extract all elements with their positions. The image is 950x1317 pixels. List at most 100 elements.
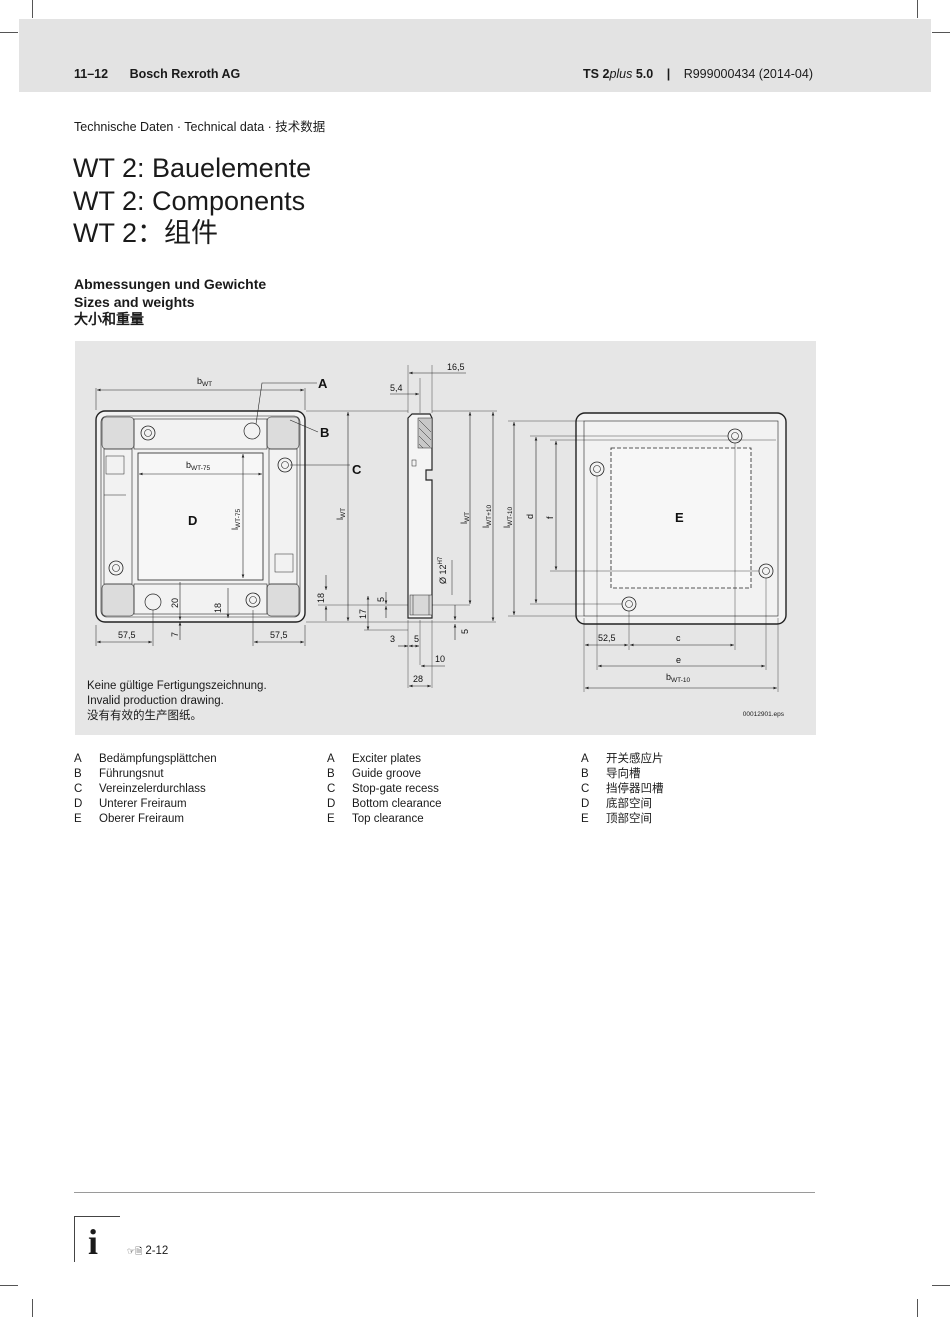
chapter-subtitle: Technische Daten · Technical data · 技术数据 [74,120,326,134]
legend-zh: A 开关感应片 B 导向槽 C 挡停器凹槽 D 底部空间 E 顶部空间 [581,752,664,827]
legend-key: A [74,753,82,765]
callout-a: A [318,376,328,391]
crop-mark [917,1299,918,1317]
dim-l-wt-left: lWT [335,508,347,520]
callout-b: B [320,425,329,440]
section-en: Sizes and weights [74,293,195,310]
note-en: Invalid production drawing. [87,695,224,707]
legend-text: Bedämpfungsplättchen [99,753,217,765]
title-en: WT 2: Components [73,185,306,216]
legend-row: B Führungsnut [74,767,217,782]
dim-l-wt-side: lWT [459,512,471,524]
crop-mark [917,0,918,18]
dim-7: 7 [170,632,180,637]
callout-d: D [188,513,197,528]
legend-row: A Bedämpfungsplättchen [74,752,217,767]
legend-key: B [74,768,82,780]
legend-key: C [327,783,336,795]
dim-c: c [676,633,681,643]
section-de: Abmessungen und Gewichte [74,276,267,292]
legend-text: 顶部空间 [606,813,652,825]
dim-57-5-right: 57,5 [270,630,288,640]
legend-row: C 挡停器凹槽 [581,782,664,797]
dim-b-wt-minus10: bWT-10 [666,672,691,684]
legend-text: Unterer Freiraum [99,798,187,810]
crop-mark [932,32,950,33]
company-name: Bosch Rexroth AG [129,67,241,81]
page-reference[interactable]: ☞🗎2-12 [127,1244,168,1260]
product-prefix: TS 2 [583,67,610,81]
product-italic: plus [609,67,633,81]
drawing-note: Keine gültige Fertigungszeichnung. Inval… [87,679,267,724]
legend-text: 挡停器凹槽 [606,783,664,795]
dim-57-5-left: 57,5 [118,630,136,640]
header-right: TS 2plus 5.0 | R999000434 (2014-04) [583,67,813,81]
dim-17: 17 [358,609,368,619]
legend-row: A 开关感应片 [581,752,664,767]
reference-page[interactable]: 2-12 [145,1245,169,1257]
dim-18-side: 18 [316,593,326,603]
legend-text: Exciter plates [352,753,422,765]
legend-key: A [581,753,589,765]
drawing-labels: A B C D E bWT bWT-75 lWT-75 lWT lWT lWT+… [118,362,691,684]
top-view [508,412,787,692]
info-box-line [74,1216,75,1262]
dim-5-c: 5 [460,629,470,634]
legend-row: D Bottom clearance [327,797,442,812]
legend-key: D [327,798,336,810]
header-left: 11–12 Bosch Rexroth AG [74,67,240,81]
dim-5-b: 5 [414,634,419,644]
dim-10: 10 [435,654,445,664]
dim-3: 3 [390,634,395,644]
dim-diameter: Ø 12H7 [438,556,448,584]
dim-5-4: 5,4 [390,383,403,393]
legend-row: D 底部空间 [581,797,664,812]
document-id: R999000434 [683,67,756,81]
figure-file-id: 00012901.eps [742,711,784,718]
callout-e: E [675,510,684,525]
info-box-frame [74,1216,120,1262]
legend-key: E [581,813,589,825]
crop-mark [0,32,18,33]
title-de: WT 2: Bauelemente [73,153,312,183]
legend-key: B [581,768,589,780]
legend-row: C Stop-gate recess [327,782,442,797]
legend-text: Führungsnut [99,768,164,780]
dim-28: 28 [413,674,423,684]
crop-mark [932,1285,950,1286]
legend-text: Stop-gate recess [352,783,439,795]
legend-key: C [581,783,590,795]
crop-mark [0,1285,18,1286]
legend-text: 导向槽 [606,768,641,780]
legend-text: Top clearance [352,813,424,825]
note-de: Keine gültige Fertigungszeichnung. [87,680,267,692]
crop-mark [32,0,33,18]
dim-l-wt75: lWT-75 [230,508,242,530]
dim-l-wt-minus10: lWT-10 [502,506,514,528]
legend-key: D [581,798,590,810]
legend-key: E [74,813,82,825]
legend-row: E 顶部空间 [581,812,664,827]
page-title: WT 2: Bauelemente WT 2: Components WT 2：… [73,152,311,250]
legend-key: B [327,768,335,780]
info-box-line [74,1216,120,1217]
legend-text: Oberer Freiraum [99,813,184,825]
crop-mark [32,1299,33,1317]
dim-l-wt-plus10: lWT+10 [481,504,493,528]
legend-text: 底部空间 [606,798,652,810]
legend-text: 开关感应片 [606,753,664,765]
section-zh: 大小和重量 [74,311,144,327]
dim-b-wt75: bWT-75 [186,460,211,472]
legend-key: C [74,783,83,795]
technical-drawing: A B C D E bWT bWT-75 lWT-75 lWT lWT lWT+… [75,341,816,735]
info-icon: i [88,1222,99,1262]
bottom-view [95,382,350,646]
legend-text: Bottom clearance [352,798,442,810]
page-header: 11–12 Bosch Rexroth AG TS 2plus 5.0 | R9… [19,19,931,92]
